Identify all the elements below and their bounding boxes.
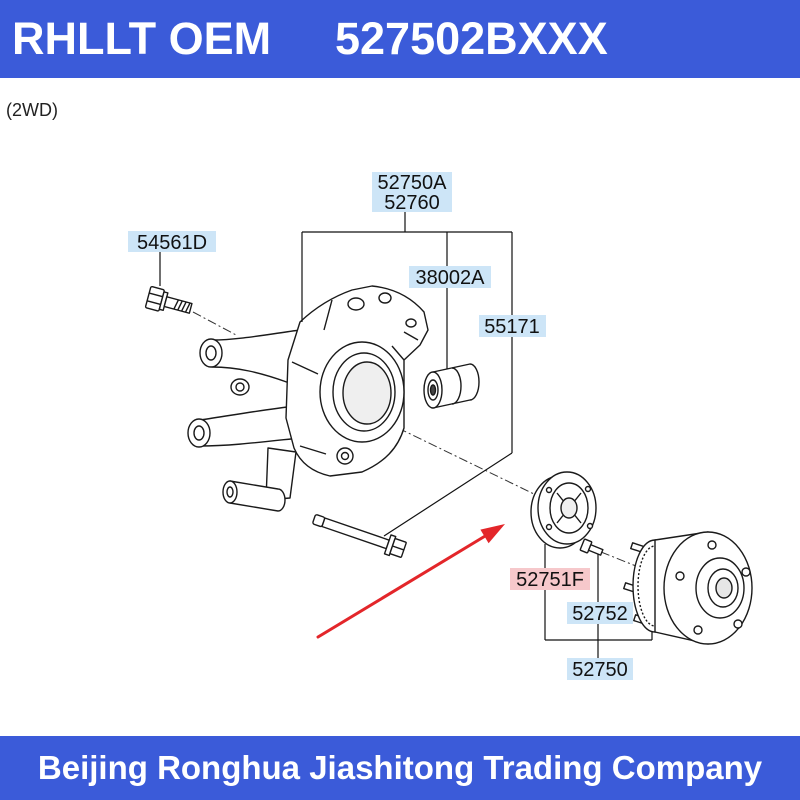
dust-cover [530,471,597,549]
knuckle-hub-bore [342,361,392,425]
footer-banner: Beijing Ronghua Jiashitong Trading Compa… [0,736,800,800]
dust-cover-center [560,497,578,519]
bolt-shank [587,544,604,556]
steering-knuckle [187,285,429,512]
part-number-title: 527502BXXX [335,13,608,64]
bushing-band [451,367,462,405]
knuckle-hole [405,318,417,328]
brand-title: RHLLT OEM [12,13,272,64]
hub-bolt-hole [741,567,751,577]
long-bolt [312,514,407,558]
center-line [397,427,535,495]
callout-55171: 55171 [479,315,546,338]
dust-cover-hole [584,485,592,493]
leader-line [383,452,513,537]
knuckle-hole [347,297,365,311]
callout-label: 38002A [416,267,486,289]
callout-label: 52750A [378,172,448,194]
hub-bolt-hole [707,540,717,550]
callout-52752: 52752 [567,602,633,625]
callout-54561D: 54561D [128,231,216,254]
bushing-bore [429,384,437,396]
knuckle-hole [193,425,205,441]
dust-cover-hole [586,522,594,530]
knuckle-bottom-bushing [229,480,286,512]
bolt-shank [321,517,390,550]
bolt-thread [173,299,191,313]
callout-label: 52750 [572,659,628,681]
knuckle-bolt [144,285,193,314]
callout-box [372,172,452,192]
callout-label: 55171 [484,316,540,338]
callout-box [479,315,546,337]
bushing-body [432,363,480,409]
variant-label: (2WD) [6,100,58,120]
knuckle-hole [340,451,350,461]
knuckle-lower-arm [265,447,297,501]
arrow-head [480,524,505,544]
header-banner: RHLLT OEM 527502BXXX [0,0,800,78]
callout-38002A: 38002A [409,266,491,289]
callout-box [409,266,491,288]
bolt-head-face [392,545,405,551]
leader-lines [159,212,653,658]
knuckle-hole [226,486,234,498]
dust-cover-hole [545,523,553,531]
knuckle-ribs [291,299,419,455]
callout-box-highlighted [510,568,590,590]
callout-box [567,602,633,624]
wheel-hub-bearing [623,531,753,645]
hub-bolt-hole [675,571,685,581]
center-line [192,311,239,337]
bolt-head-faces [146,292,163,306]
callout-box [128,231,216,252]
bolt-shank [163,296,193,314]
callout-label: 52760 [384,192,440,214]
hub-center-bore [715,577,733,599]
hub-bolt-hole [693,625,703,635]
bushing [423,363,480,409]
callout-box [372,192,452,212]
center-lines [192,311,637,567]
callout-52760: 52760 [372,192,452,214]
red-arrow-icon [316,524,505,639]
hub-bolt-hole [733,619,743,629]
dust-cover-hole [545,486,553,494]
callout-label: 52752 [572,603,628,625]
arrow-shaft [316,534,488,639]
knuckle-rear-arm [199,405,301,447]
hub-bolt [579,538,604,556]
knuckle-hole [378,292,392,304]
center-line [600,551,637,567]
callout-52750A: 52750A [372,172,452,194]
knuckle-hole [235,382,245,392]
callout-label: 54561D [137,232,207,254]
callout-52750: 52750 [567,658,633,681]
knuckle-hole [205,345,217,361]
callout-box [567,658,633,680]
company-name: Beijing Ronghua Jiashitong Trading Compa… [37,749,763,786]
callout-52751F: 52751F [510,568,590,591]
callout-label: 52751F [516,569,584,591]
